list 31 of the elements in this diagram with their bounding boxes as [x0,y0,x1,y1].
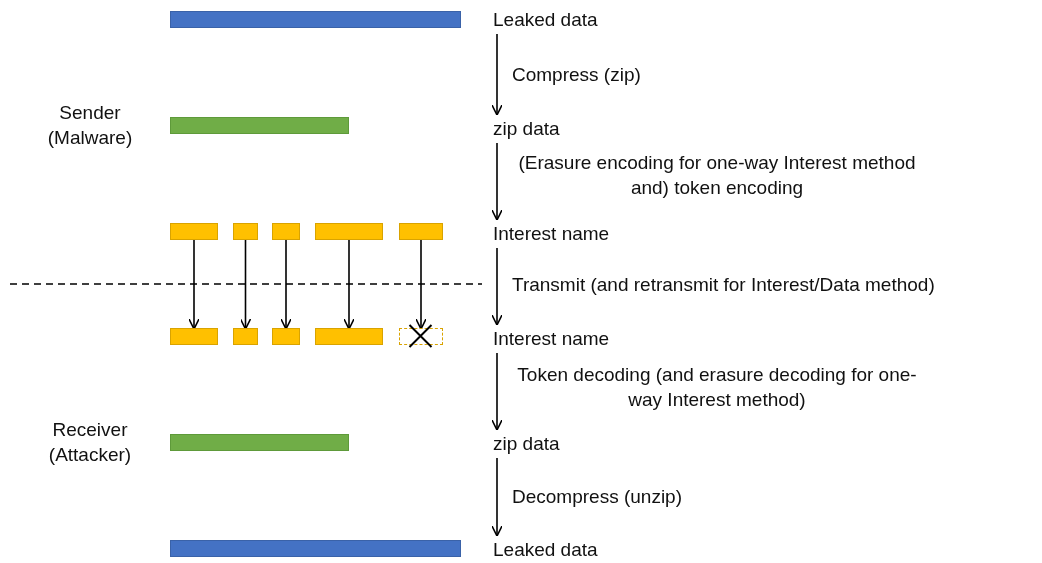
data-bar [233,328,258,345]
stage-label: Interest name [493,327,610,350]
arrow [491,457,503,537]
arrow [188,239,200,330]
arrow [491,33,503,116]
data-bar [170,328,218,345]
data-bar [233,223,258,240]
arrow [491,247,503,326]
data-bar [272,223,300,240]
data-bar [170,117,349,134]
data-bar [315,328,383,345]
arrow [491,352,503,431]
role-label: Receiver (Attacker) [47,418,133,467]
stage-label: zip data [493,432,560,455]
data-bar [170,540,461,557]
stage-label: Leaked data [493,8,598,31]
data-bar [170,434,349,451]
data-bar [170,11,461,28]
stage-label: zip data [493,117,560,140]
role-label: Sender (Malware) [46,101,134,150]
arrow [415,239,427,330]
data-bar [272,328,300,345]
arrow [343,239,355,330]
stage-label: Leaked data [493,538,598,561]
arrow [239,239,252,330]
data-bar [399,223,443,240]
stage-label: Interest name [493,222,610,245]
arrow [280,239,292,330]
data-bar [315,223,383,240]
arrow [491,142,503,221]
data-bar [170,223,218,240]
